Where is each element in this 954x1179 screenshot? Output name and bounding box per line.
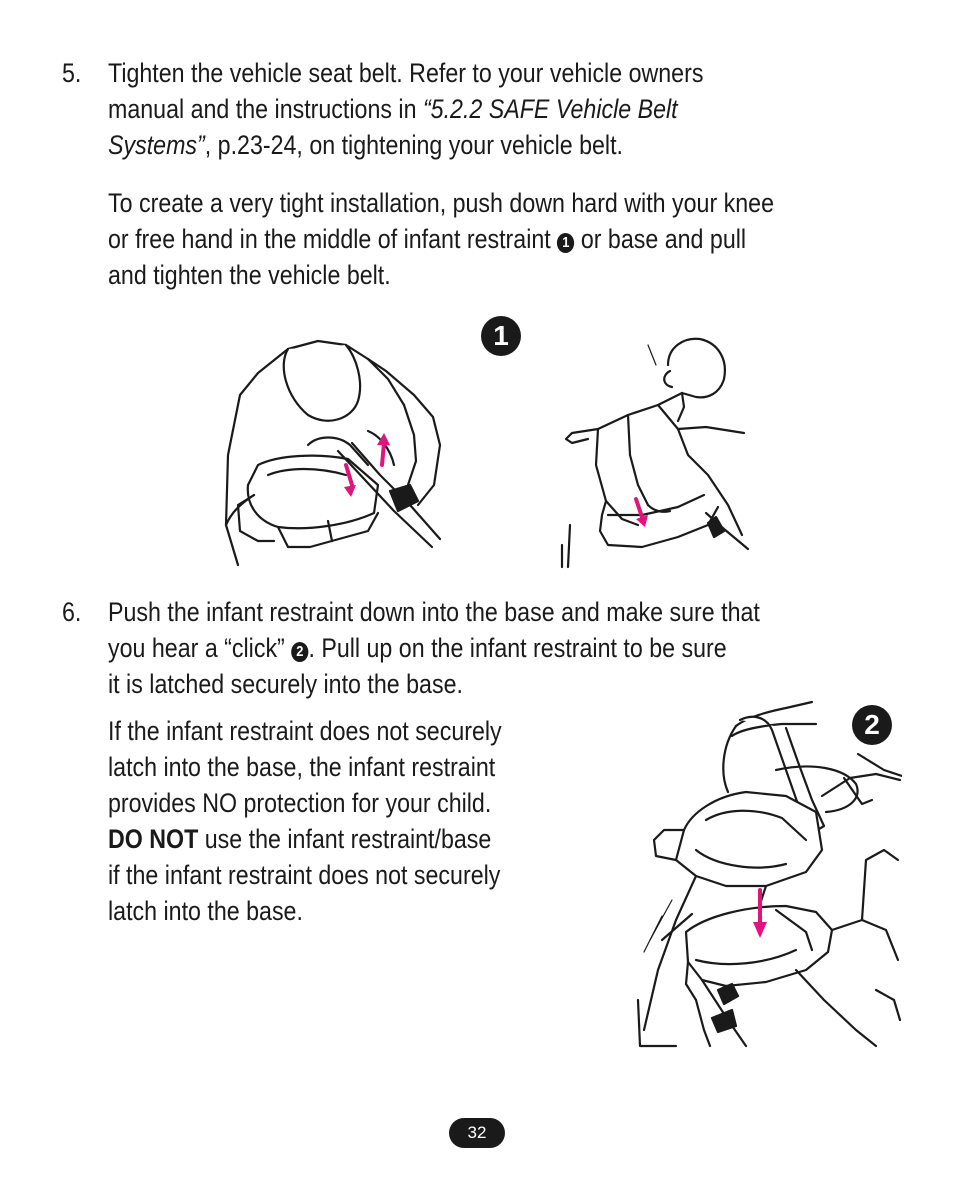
warning-line-2: latch into the base, the infant restrain…	[108, 752, 496, 782]
figure-1-knee-press-illustration	[224, 339, 442, 567]
step-5-number: 5.	[62, 58, 82, 88]
step-5-line-2-text: manual and the instructions in	[108, 94, 423, 124]
figure-2-inline-badge: 2	[291, 642, 309, 662]
warning-line-6: latch into the base.	[108, 896, 303, 926]
step-5-line-3: Systems”, p.23-24, on tightening your ve…	[108, 127, 623, 163]
figure-1-standing-push-illustration	[560, 337, 750, 569]
step-6-line-3: it is latched securely into the base.	[108, 669, 463, 699]
step-5-para-2-line-2: or free hand in the middle of infant res…	[108, 221, 746, 257]
step-5-line-3-text: , p.23-24, on tightening your vehicle be…	[204, 130, 624, 160]
step-6-number: 6.	[62, 597, 82, 627]
step-6-line-2-text: you hear a “click”	[108, 633, 292, 663]
section-reference-end: Systems”	[108, 130, 205, 160]
step-5-line-2: manual and the instructions in “5.2.2 SA…	[108, 91, 678, 127]
step-6-line-1: Push the infant restraint down into the …	[108, 597, 760, 627]
step-5-para-2-line-1: To create a very tight installation, pus…	[108, 188, 775, 218]
warning-line-1: If the infant restraint does not securel…	[108, 716, 502, 746]
step-5-para-2-line-2-text: or free hand in the middle of infant res…	[108, 224, 558, 254]
do-not-emphasis: DO NOT	[108, 824, 199, 854]
step-6-line-2-end: . Pull up on the infant restraint to be …	[308, 633, 727, 663]
warning-line-3: provides NO protection for your child.	[108, 788, 492, 818]
step-5-para-2-line-2-end: or base and pull	[574, 224, 747, 254]
warning-line-5: if the infant restraint does not securel…	[108, 860, 501, 890]
step-5-line-1: Tighten the vehicle seat belt. Refer to …	[108, 58, 704, 88]
step-6-line-2: you hear a “click” 2. Pull up on the inf…	[108, 630, 727, 666]
figure-2-badge: 2	[852, 705, 892, 745]
section-reference: “5.2.2 SAFE Vehicle Belt	[422, 94, 678, 124]
figure-1-badge: 1	[481, 316, 521, 356]
page-number-badge: 32	[449, 1118, 505, 1148]
step-5-para-2-line-3: and tighten the vehicle belt.	[108, 260, 391, 290]
figure-2-latch-illustration	[636, 700, 902, 1048]
warning-line-4-text: use the infant restraint/base	[198, 824, 492, 854]
warning-line-4: DO NOT use the infant restraint/base	[108, 821, 491, 857]
figure-1-inline-badge: 1	[557, 233, 575, 253]
